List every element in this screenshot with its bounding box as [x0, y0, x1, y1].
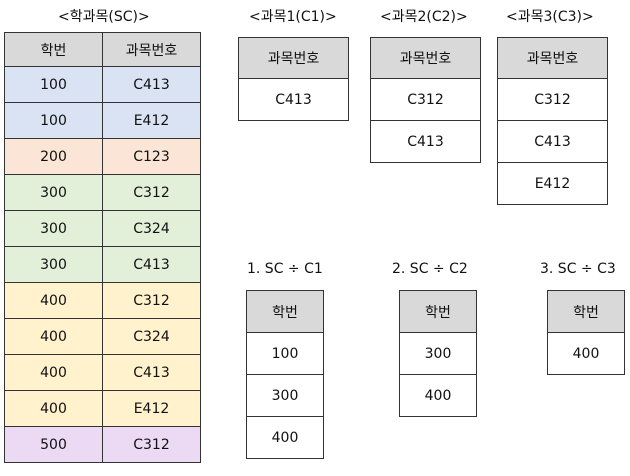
sc-cell-student: 400: [4, 318, 103, 355]
table-row: 300: [399, 332, 477, 375]
r1-cell: 100: [246, 332, 324, 375]
c3-cell: E412: [497, 162, 608, 205]
sc-cell-student: 400: [4, 282, 103, 319]
sc-cell-student: 100: [4, 66, 103, 103]
table-row: C312: [497, 78, 608, 121]
table-row: C312: [370, 78, 481, 121]
sc-cell-course: C413: [102, 66, 201, 103]
c2-caption: <과목2(C2)>: [380, 9, 468, 25]
sc-cell-student: 400: [4, 390, 103, 427]
sc-cell-student: 300: [4, 246, 103, 283]
c3-cell: C413: [497, 120, 608, 163]
table-row: 100: [246, 332, 324, 375]
r1-header: 학번: [246, 290, 324, 333]
r1-cell: 300: [246, 374, 324, 417]
sc-header-course: 과목번호: [102, 32, 201, 67]
sc-cell-course: E412: [102, 102, 201, 139]
sc-cell-student: 100: [4, 102, 103, 139]
r3-cell: 400: [547, 332, 625, 375]
table-row: C413: [497, 120, 608, 163]
r3-table: 학번 400: [547, 290, 625, 375]
c3-header: 과목번호: [497, 37, 608, 79]
sc-header-student: 학번: [4, 32, 103, 67]
r2-caption: 2. SC ÷ C2: [392, 261, 468, 277]
c1-caption: <과목1(C1)>: [249, 9, 337, 25]
c1-table: 과목번호 C413: [238, 37, 349, 121]
c2-cell: C413: [370, 120, 481, 163]
sc-cell-student: 500: [4, 426, 103, 463]
c3-cell: C312: [497, 78, 608, 121]
r2-cell: 400: [399, 374, 477, 417]
sc-cell-student: 300: [4, 210, 103, 247]
r1-cell: 400: [246, 416, 324, 459]
c1-header: 과목번호: [238, 37, 349, 79]
table-row: C413: [238, 78, 349, 121]
table-row: 400: [246, 416, 324, 459]
sc-cell-student: 300: [4, 174, 103, 211]
sc-cell-course: C312: [102, 426, 201, 463]
r1-table: 학번 100 300 400: [246, 290, 324, 459]
sc-caption: <학과목(SC)>: [58, 9, 150, 25]
table-row: 400: [547, 332, 625, 375]
sc-cell-course: C413: [102, 246, 201, 283]
sc-cell-course: C312: [102, 282, 201, 319]
r2-cell: 300: [399, 332, 477, 375]
r2-header: 학번: [399, 290, 477, 333]
table-row: 300: [246, 374, 324, 417]
c2-table: 과목번호 C312 C413: [370, 37, 481, 163]
r1-caption: 1. SC ÷ C1: [247, 261, 323, 277]
sc-cell-course: C413: [102, 354, 201, 391]
table-row: E412: [497, 162, 608, 205]
sc-cell-course: E412: [102, 390, 201, 427]
c1-cell: C413: [238, 78, 349, 121]
sc-cell-course: C324: [102, 210, 201, 247]
table-row: C413: [370, 120, 481, 163]
r3-header: 학번: [547, 290, 625, 333]
sc-cell-course: C312: [102, 174, 201, 211]
c2-header: 과목번호: [370, 37, 481, 79]
sc-header-row: 학번 과목번호: [4, 32, 201, 67]
sc-cell-course: C123: [102, 138, 201, 175]
table-row: 400: [399, 374, 477, 417]
c2-cell: C312: [370, 78, 481, 121]
sc-cell-student: 200: [4, 138, 103, 175]
sc-cell-course: C324: [102, 318, 201, 355]
r3-caption: 3. SC ÷ C3: [540, 261, 616, 277]
sc-cell-student: 400: [4, 354, 103, 391]
c3-caption: <과목3(C3)>: [506, 9, 594, 25]
r2-table: 학번 300 400: [399, 290, 477, 417]
c3-table: 과목번호 C312 C413 E412: [497, 37, 608, 205]
